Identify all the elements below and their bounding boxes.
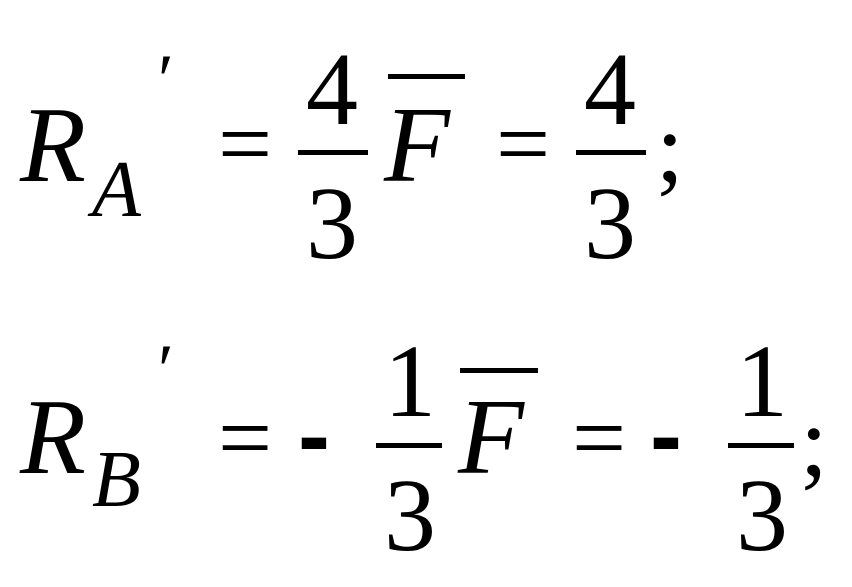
fraction-numerator: 4 <box>306 32 358 147</box>
fraction-denominator: 3 <box>584 166 636 281</box>
vector-overline <box>460 368 538 373</box>
reaction-symbol: R <box>20 86 86 205</box>
fraction-numerator: 1 <box>736 324 788 439</box>
reaction-symbol: R <box>20 378 86 497</box>
force-vector-symbol: F <box>458 378 524 497</box>
fraction-numerator: 1 <box>384 324 436 439</box>
fraction-denominator: 3 <box>384 458 436 573</box>
fraction-bar <box>376 443 442 448</box>
prime-mark: ′ <box>158 40 174 120</box>
equals-sign: = <box>572 384 627 491</box>
prime-mark: ′ <box>158 330 174 410</box>
vector-overline <box>388 74 465 79</box>
semicolon: ; <box>656 92 684 203</box>
minus-sign: - <box>650 382 682 489</box>
equals-sign: = <box>218 384 273 491</box>
equals-sign: = <box>218 90 273 197</box>
reaction-subscript: A <box>92 146 141 234</box>
reaction-subscript: B <box>92 436 141 524</box>
force-vector-symbol: F <box>384 86 450 205</box>
fraction-bar <box>728 443 794 448</box>
fraction-denominator: 3 <box>306 166 358 281</box>
fraction-numerator: 4 <box>584 32 636 147</box>
fraction-bar <box>576 150 646 155</box>
fraction-denominator: 3 <box>736 458 788 573</box>
minus-sign: - <box>298 382 330 489</box>
semicolon: ; <box>800 386 828 497</box>
fraction-bar <box>298 150 368 155</box>
equals-sign: = <box>496 90 551 197</box>
